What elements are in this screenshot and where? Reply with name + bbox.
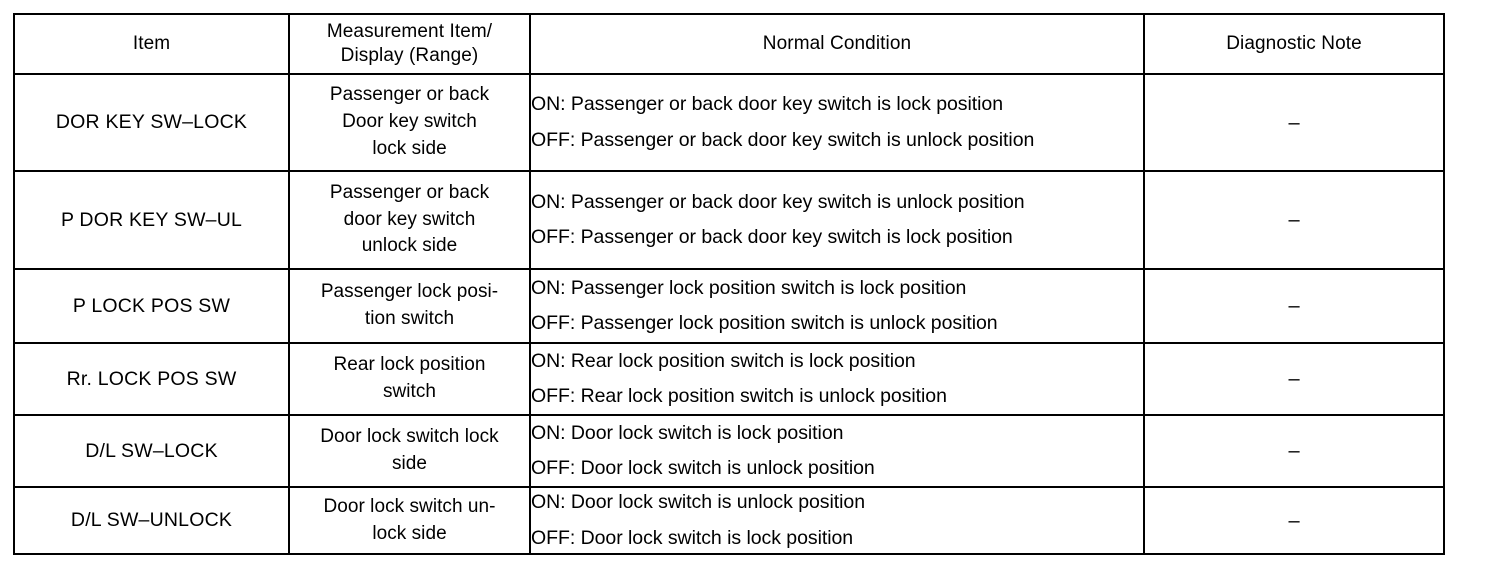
row-normal-condition-cell: ON: Door lock switch is unlock position … (529, 486, 1145, 555)
row-normal-condition-cell: ON: Rear lock position switch is lock po… (529, 342, 1145, 416)
column-header-diagnostic-note-label: Diagnostic Note (1226, 33, 1362, 54)
table-row: DOR KEY SW–LOCK Passenger or back Door k… (13, 73, 1445, 172)
row-measurement-cell: Passenger or back door key switch unlock… (288, 170, 531, 270)
row-diagnostic-note-value: – (1288, 509, 1300, 532)
row-condition-on: ON: Door lock switch is lock position (531, 421, 844, 444)
row-measurement-line: lock side (372, 137, 447, 159)
row-diagnostic-note-value: – (1288, 209, 1300, 231)
row-measurement-line: tion switch (364, 308, 455, 329)
column-header-measurement-label: Measurement Item/ Display (Range) (290, 21, 529, 68)
table-header-row: Item Measurement Item/ Display (Range) N… (13, 13, 1445, 75)
row-item-cell: P DOR KEY SW–UL (13, 170, 290, 270)
row-measurement-line: unlock side (361, 235, 458, 257)
row-condition-on: ON: Passenger or back door key switch is… (531, 190, 1025, 213)
row-measurement-line: side (391, 453, 428, 474)
table-body: DOR KEY SW–LOCK Passenger or back Door k… (13, 73, 1445, 555)
row-measurement-label: Passenger or back Door key switch lock s… (290, 82, 529, 163)
row-condition-off: OFF: Passenger or back door key switch i… (531, 226, 1013, 248)
row-measurement-cell: Rear lock position switch (288, 342, 531, 416)
row-measurement-line: Door lock switch un- (323, 495, 496, 517)
table-row: Rr. LOCK POS SW Rear lock position switc… (13, 342, 1445, 416)
row-item-label: DOR KEY SW–LOCK (55, 111, 248, 134)
row-diagnostic-note-cell: – (1143, 268, 1445, 344)
row-item-label: P DOR KEY SW–UL (60, 208, 243, 231)
row-condition-off: OFF: Passenger lock position switch is u… (531, 312, 998, 334)
column-header-measurement-line1: Measurement Item/ (326, 21, 493, 43)
row-diagnostic-note-value: – (1288, 295, 1300, 317)
row-measurement-cell: Passenger or back Door key switch lock s… (288, 73, 531, 172)
row-condition-off: OFF: Door lock switch is unlock position (531, 457, 875, 479)
row-diagnostic-note-cell: – (1143, 170, 1445, 270)
row-item-cell: D/L SW–LOCK (13, 414, 290, 488)
row-normal-condition-cell: ON: Passenger or back door key switch is… (529, 73, 1145, 172)
row-measurement-label: Rear lock position switch (290, 352, 529, 406)
column-header-measurement: Measurement Item/ Display (Range) (288, 13, 531, 75)
row-measurement-label: Door lock switch un- lock side (290, 494, 529, 548)
row-measurement-line: Door key switch (342, 111, 477, 133)
row-normal-condition-cell: ON: Door lock switch is lock position OF… (529, 414, 1145, 488)
row-item-cell: Rr. LOCK POS SW (13, 342, 290, 416)
row-diagnostic-note-cell: – (1143, 414, 1445, 488)
column-header-diagnostic-note-line1: Diagnostic Note (1226, 33, 1362, 55)
row-measurement-line: Passenger lock posi- (320, 281, 499, 303)
column-header-measurement-line2: Display (Range) (340, 45, 479, 66)
column-header-diagnostic-note: Diagnostic Note (1143, 13, 1445, 75)
row-measurement-line: door key switch (343, 208, 476, 230)
table-row: D/L SW–UNLOCK Door lock switch un- lock … (13, 486, 1445, 555)
row-diagnostic-note-cell: – (1143, 486, 1445, 555)
column-header-item-line1: Item (132, 33, 171, 55)
row-condition-off: OFF: Door lock switch is lock position (531, 526, 854, 549)
row-item-cell: P LOCK POS SW (13, 268, 290, 344)
column-header-item-label: Item (133, 33, 170, 54)
row-normal-condition-cell: ON: Passenger or back door key switch is… (529, 170, 1145, 270)
row-item-label: D/L SW–UNLOCK (70, 509, 233, 532)
row-item-cell: DOR KEY SW–LOCK (13, 73, 290, 172)
row-condition-on: ON: Passenger lock position switch is lo… (531, 276, 967, 299)
row-measurement-cell: Door lock switch un- lock side (288, 486, 531, 555)
row-condition-off: OFF: Passenger or back door key switch i… (531, 128, 1035, 151)
column-header-item: Item (13, 13, 290, 75)
row-diagnostic-note-value: – (1288, 440, 1300, 462)
row-measurement-line: Passenger or back (329, 181, 490, 203)
row-measurement-line: lock side (372, 522, 447, 544)
row-diagnostic-note-value: – (1288, 111, 1300, 134)
diagnostic-data-table: Item Measurement Item/ Display (Range) N… (13, 13, 1445, 555)
row-condition-on: ON: Door lock switch is unlock position (531, 491, 866, 513)
row-normal-condition-cell: ON: Passenger lock position switch is lo… (529, 268, 1145, 344)
row-measurement-line: switch (382, 381, 437, 402)
row-measurement-label: Door lock switch lock side (290, 424, 529, 478)
row-measurement-line: Door lock switch lock (320, 426, 499, 448)
row-diagnostic-note-cell: – (1143, 342, 1445, 416)
row-item-label: Rr. LOCK POS SW (66, 367, 237, 390)
table-header: Item Measurement Item/ Display (Range) N… (13, 13, 1445, 75)
row-measurement-label: Passenger or back door key switch unlock… (290, 180, 529, 261)
table-row: P LOCK POS SW Passenger lock posi- tion … (13, 268, 1445, 344)
row-item-label: P LOCK POS SW (72, 294, 231, 317)
row-item-label: D/L SW–LOCK (85, 439, 218, 462)
row-measurement-cell: Door lock switch lock side (288, 414, 531, 488)
row-condition-on: ON: Passenger or back door key switch is… (531, 93, 1004, 115)
column-header-normal-condition: Normal Condition (529, 13, 1145, 75)
row-condition-on: ON: Rear lock position switch is lock po… (531, 349, 916, 372)
row-measurement-line: Passenger or back (329, 84, 490, 106)
diagnostic-data-table-container: Item Measurement Item/ Display (Range) N… (13, 13, 1445, 555)
table-row: D/L SW–LOCK Door lock switch lock side O… (13, 414, 1445, 488)
row-condition-off: OFF: Rear lock position switch is unlock… (531, 385, 947, 407)
row-measurement-line: Rear lock position (333, 354, 486, 376)
row-diagnostic-note-cell: – (1143, 73, 1445, 172)
column-header-normal-condition-label: Normal Condition (763, 33, 911, 54)
column-header-normal-condition-line1: Normal Condition (762, 33, 912, 55)
row-measurement-label: Passenger lock posi- tion switch (290, 279, 529, 333)
row-item-cell: D/L SW–UNLOCK (13, 486, 290, 555)
row-diagnostic-note-value: – (1288, 368, 1300, 390)
table-row: P DOR KEY SW–UL Passenger or back door k… (13, 170, 1445, 270)
row-measurement-cell: Passenger lock posi- tion switch (288, 268, 531, 344)
